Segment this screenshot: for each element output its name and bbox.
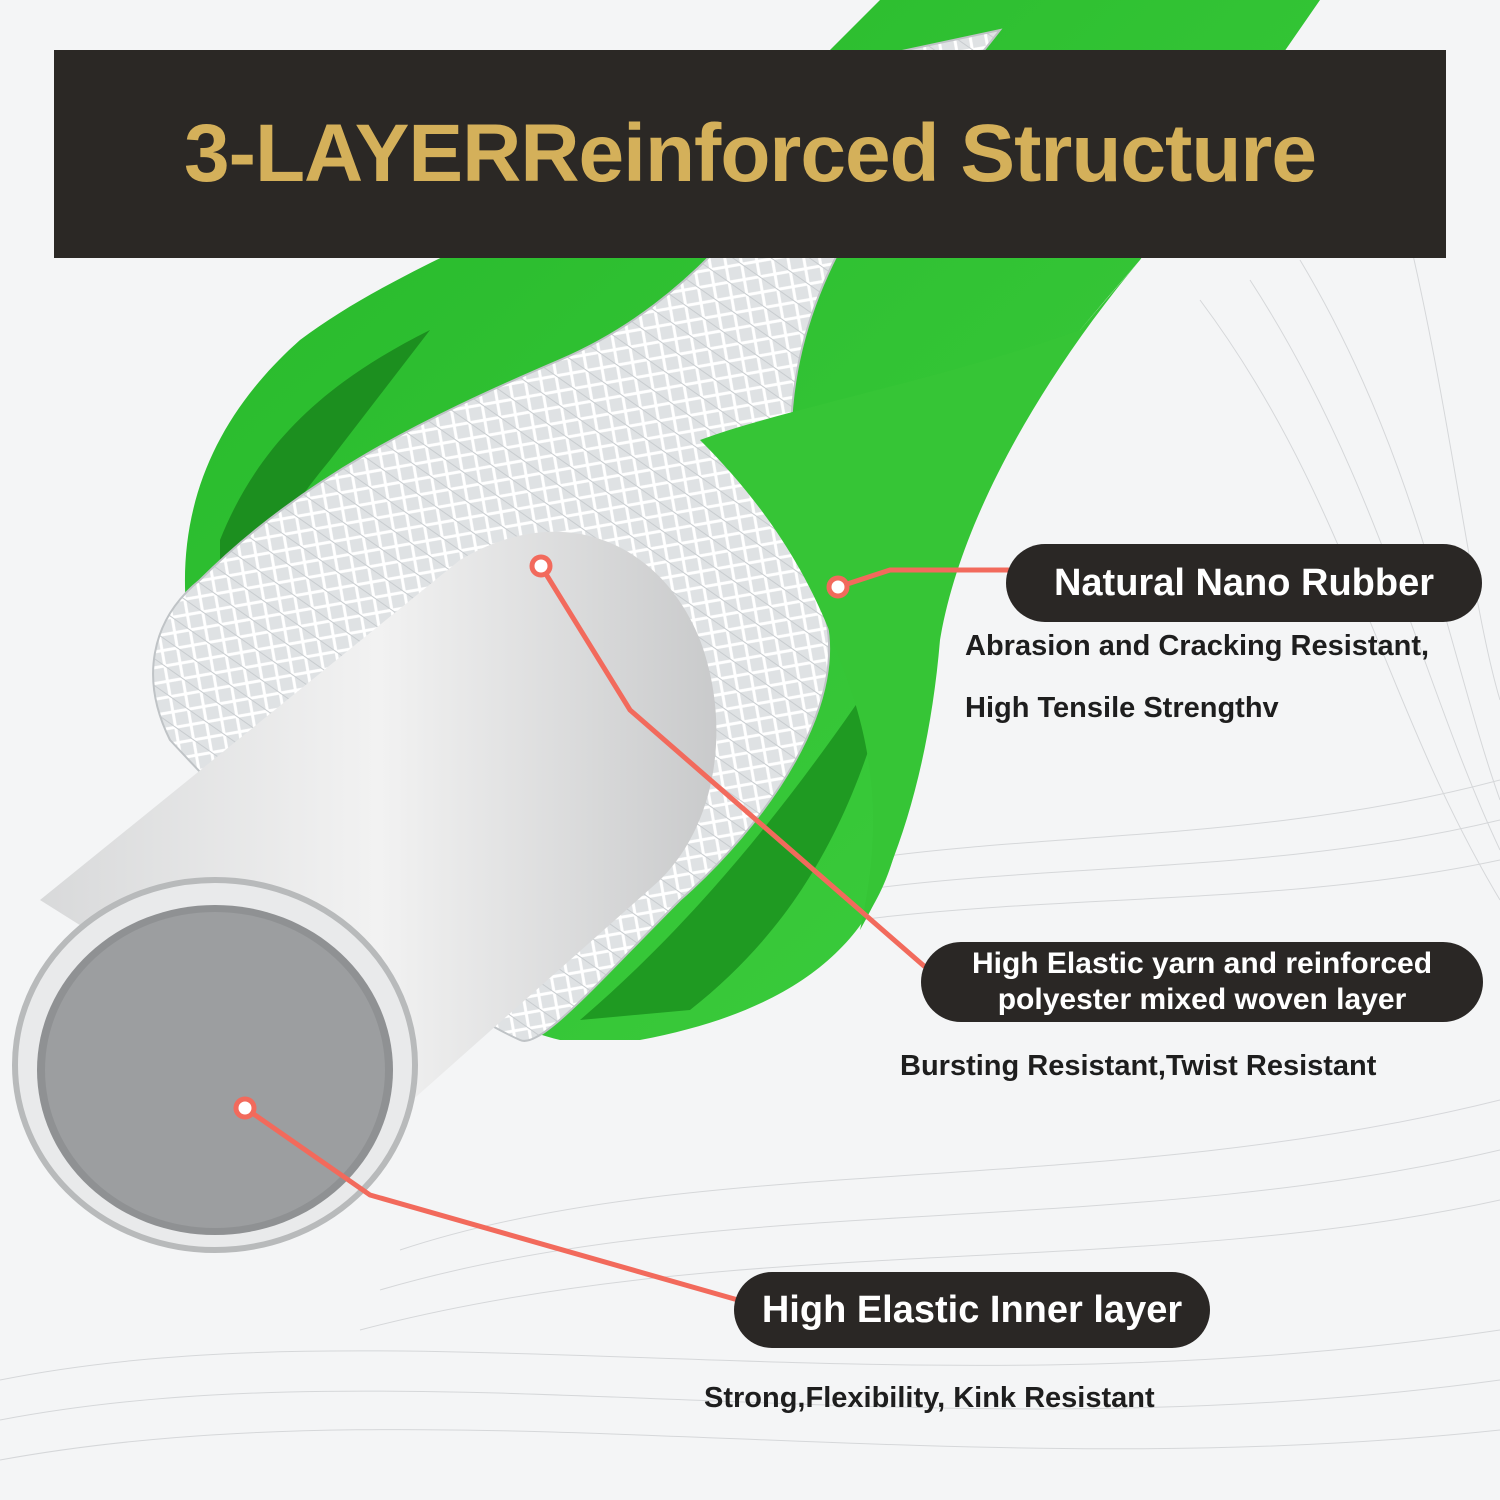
layer-feature-inner-1: Strong,Flexibility, Kink Resistant <box>704 1382 1155 1414</box>
page-title: 3-LAYERReinforced Structure <box>184 108 1317 199</box>
callout-dot-icon <box>826 575 850 599</box>
callout-line-mesh <box>538 563 927 969</box>
layer-label-inner: High Elastic Inner layer <box>734 1272 1210 1348</box>
title-banner: 3-LAYERReinforced Structure <box>54 50 1446 258</box>
layer-feature-mesh-1: Bursting Resistant,Twist Resistant <box>900 1050 1377 1082</box>
callout-line-rubber <box>835 567 1011 590</box>
layer-label-mesh: High Elastic yarn and reinforced polyest… <box>921 942 1483 1022</box>
layer-feature-rubber-1: Abrasion and Cracking Resistant, <box>965 630 1430 662</box>
layer-label-mesh-line2: polyester mixed woven layer <box>997 983 1407 1016</box>
callout-line-inner <box>242 1105 741 1303</box>
callout-dot-icon <box>233 1096 257 1120</box>
callout-dot-icon <box>529 554 553 578</box>
layer-label-rubber: Natural Nano Rubber <box>1006 544 1482 622</box>
layer-feature-rubber-2: High Tensile Strengthv <box>965 692 1279 724</box>
layer-label-mesh-line1: High Elastic yarn and reinforced <box>971 947 1433 980</box>
